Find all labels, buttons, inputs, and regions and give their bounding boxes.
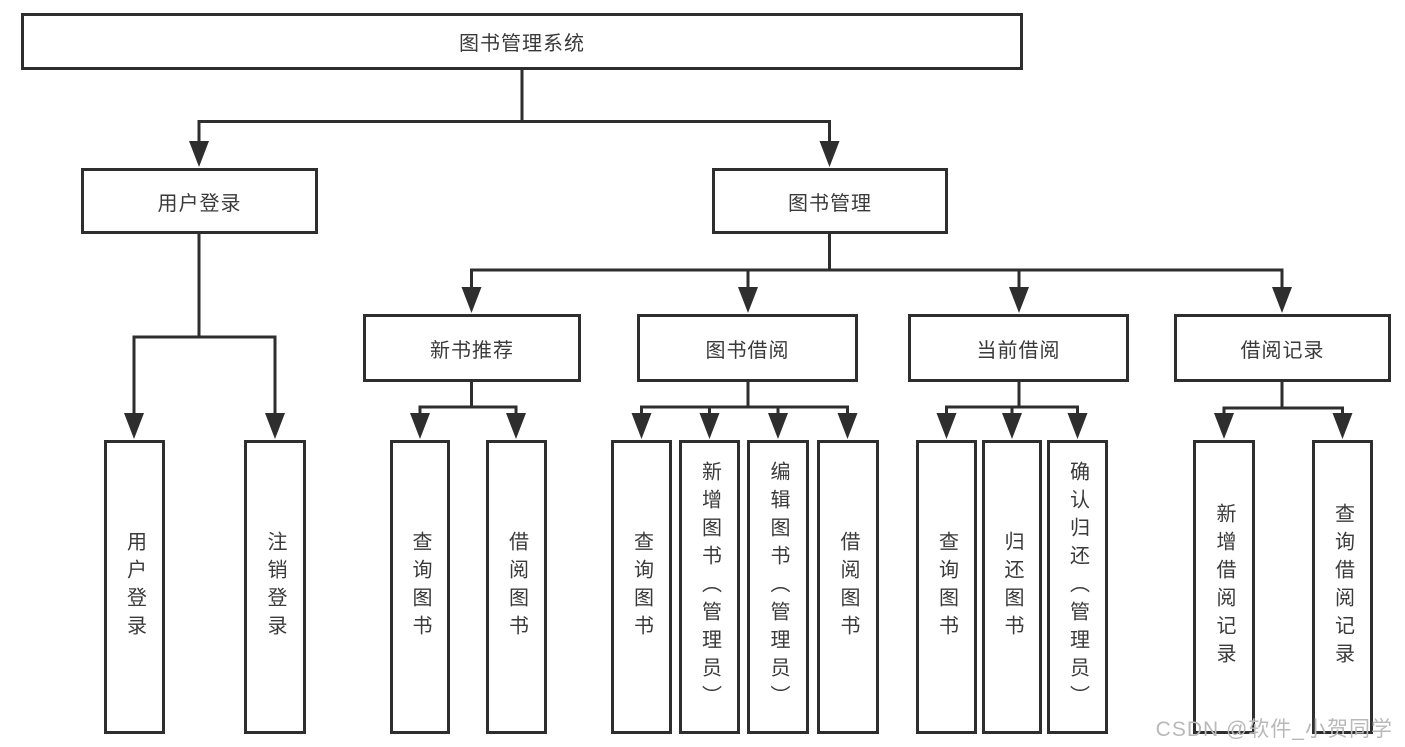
leaf-query-books-current: 查询图书: [916, 440, 977, 734]
watermark: CSDN @软件_小贺同学: [1155, 718, 1393, 741]
leaf-user-login: 用户登录: [104, 440, 165, 734]
node-borrowing-records: 借阅记录: [1174, 314, 1391, 382]
leaf-query-borrow-record-label: 查询借阅记录: [1331, 503, 1354, 671]
leaf-borrow-books-recommend: 借阅图书: [486, 440, 547, 734]
leaf-query-books-borrow-label: 查询图书: [630, 531, 653, 643]
leaf-query-books-recommend: 查询图书: [390, 440, 450, 734]
leaf-edit-books-admin: 编辑图书（管理员）: [747, 440, 809, 734]
node-book-borrowing: 图书借阅: [637, 314, 858, 382]
node-user-login: 用户登录: [81, 168, 318, 234]
leaf-edit-books-admin-label: 编辑图书（管理员）: [767, 461, 789, 713]
node-current-borrowing: 当前借阅: [908, 314, 1129, 382]
leaf-query-books-current-label: 查询图书: [935, 531, 958, 643]
leaf-logout: 注销登录: [244, 440, 306, 734]
leaf-return-books: 归还图书: [982, 440, 1042, 734]
leaf-logout-label: 注销登录: [264, 531, 286, 643]
connector-user-login: [132, 233, 277, 417]
leaf-return-books-label: 归还图书: [1001, 531, 1023, 643]
leaf-add-books-admin: 新增图书（管理员）: [679, 440, 740, 734]
leaf-user-login-label: 用户登录: [123, 531, 146, 643]
connector-borrow-records: [1222, 381, 1344, 418]
leaf-add-borrow-record: 新增借阅记录: [1193, 440, 1255, 734]
leaf-borrow-books-recommend-label: 借阅图书: [505, 531, 528, 643]
leaf-add-books-admin-label: 新增图书（管理员）: [698, 461, 721, 713]
node-new-book-recommendation: 新书推荐: [363, 314, 581, 382]
connector-new-book: [418, 381, 518, 418]
node-book-management: 图书管理: [712, 168, 948, 234]
connector-book-management: [470, 233, 1284, 291]
leaf-query-books-recommend-label: 查询图书: [409, 531, 431, 643]
connector-current-borrow: [945, 381, 1079, 418]
leaf-query-borrow-record: 查询借阅记录: [1312, 440, 1373, 734]
leaf-confirm-return-admin: 确认归还（管理员）: [1047, 440, 1108, 734]
leaf-borrow-books: 借阅图书: [817, 440, 879, 734]
leaf-borrow-books-label: 借阅图书: [837, 531, 859, 643]
connector-book-borrow: [640, 381, 849, 418]
leaf-query-books-borrow: 查询图书: [611, 440, 672, 734]
leaf-confirm-return-admin-label: 确认归还（管理员）: [1066, 461, 1089, 713]
node-library-management-system: 图书管理系统: [21, 13, 1023, 70]
leaf-add-borrow-record-label: 新增借阅记录: [1213, 503, 1235, 671]
connector-root: [197, 69, 831, 146]
